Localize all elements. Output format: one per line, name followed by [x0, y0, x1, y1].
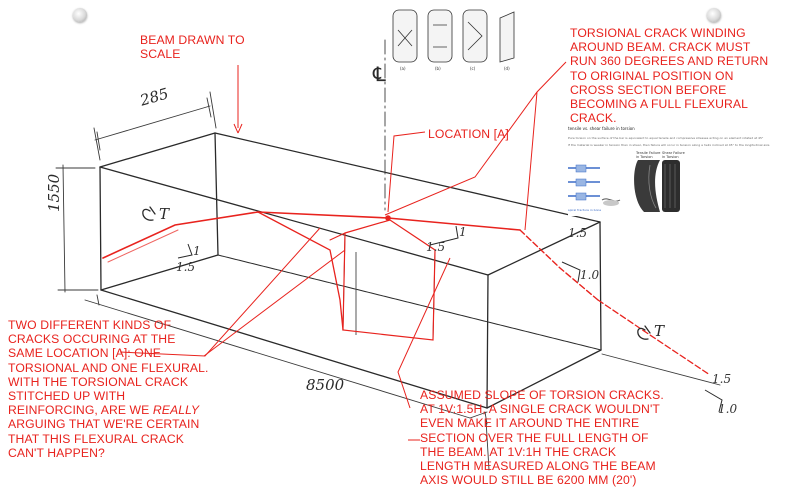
slope-far-h: 1.5: [712, 372, 732, 386]
slope-triangles: [177, 225, 723, 413]
cylinder-label-a: (a): [400, 66, 406, 71]
insert-caption-tensile: Tensile Failure in Torsion: [636, 151, 661, 159]
two-kinds-emphasis: REALLY: [152, 403, 200, 418]
annotation-two-kinds-of-cracks: TWO DIFFERENT KINDS OF CRACKS OCCURING A…: [8, 318, 208, 460]
two-kinds-text-1: TWO DIFFERENT KINDS OF CRACKS OCCURING A…: [8, 318, 209, 418]
torque-label-right: T: [654, 322, 665, 340]
insert-heading: tensile vs. shear failure in torsion: [568, 126, 635, 131]
cylinder-label-b: (b): [435, 66, 441, 71]
slope-left-h: 1.5: [176, 260, 196, 274]
annotation-torsional-crack-winding: TORSIONAL CRACK WINDING AROUND BEAM. CRA…: [570, 26, 769, 126]
slope-right-h: 1.5: [568, 226, 588, 240]
location-a-marker: [385, 215, 391, 221]
flexural-crack-plane: [342, 232, 436, 341]
slope-mid-h: 1.5: [426, 240, 446, 254]
leader-lines: [119, 61, 567, 441]
torque-symbols: [142, 206, 651, 340]
cylinder-label-d: (d): [504, 66, 510, 71]
torque-label-left: T: [159, 205, 170, 223]
dim-length: 8500: [306, 376, 345, 394]
slope-far-v: 1.0: [718, 402, 738, 416]
slope-right-v: 1.0: [580, 268, 600, 282]
centerline-symbol: ℄: [373, 62, 386, 86]
slope-mid-v: 1: [459, 225, 467, 239]
insert-caption-shear: Shear Failure in Torsion: [662, 151, 685, 159]
insert-link-spiral-fracture[interactable]: spiral fracture in bone: [568, 208, 602, 212]
dim-height: 1550: [45, 173, 63, 212]
annotation-beam-to-scale: BEAM DRAWN TO SCALE: [140, 33, 245, 62]
annotation-assumed-slope: ASSUMED SLOPE OF TORSION CRACKS. AT 1V:1…: [420, 388, 664, 488]
pin-icon-left: [73, 8, 87, 22]
two-kinds-text-2: ARGUING THAT WE'RE CERTAIN THAT THIS FLE…: [8, 417, 200, 460]
insert-line-1: Pure torsion on the surface of the bar i…: [568, 136, 764, 140]
cylinder-label-c: (c): [470, 66, 476, 71]
annotation-location-a: LOCATION [A]: [428, 127, 509, 141]
slope-left-v: 1: [193, 244, 201, 258]
torsion-failure-insert: [568, 148, 680, 216]
dimension-lines: [55, 39, 721, 471]
cylinder-insert: [392, 9, 515, 63]
pin-icon-right: [707, 8, 721, 22]
insert-line-2: If the material is weaker in tension tha…: [568, 143, 770, 147]
